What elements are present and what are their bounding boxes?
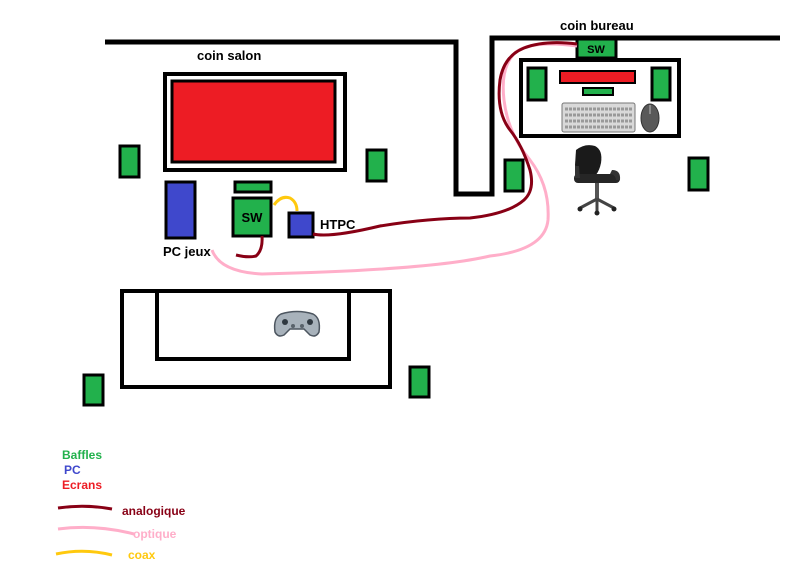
keyboard-icon — [561, 102, 636, 133]
legend: Baffles PC Ecrans analogique optique coa… — [55, 448, 186, 562]
legend-coax-swatch — [55, 549, 113, 557]
pc-jeux-tower — [164, 180, 197, 240]
legend-analogique: analogique — [122, 504, 186, 518]
coin-salon-label: coin salon — [197, 48, 261, 63]
legend-pc: PC — [64, 463, 81, 477]
speaker-bureau-rear-right — [687, 156, 710, 192]
speaker-salon-front-right — [365, 148, 388, 183]
speaker-bureau-center — [582, 87, 614, 96]
speaker-salon-center — [233, 180, 273, 194]
legend-optical-swatch — [57, 525, 135, 536]
legend-ecrans: Ecrans — [62, 478, 102, 492]
pc-jeux-label: PC jeux — [163, 244, 211, 259]
legend-optique: optique — [133, 527, 177, 541]
wall-salon — [105, 35, 780, 197]
subwoofer-bureau-label: SW — [587, 44, 605, 56]
speaker-bureau-right — [650, 66, 672, 102]
salon-screen — [170, 79, 337, 164]
speaker-salon-rear-right — [408, 365, 431, 399]
legend-analog-swatch — [57, 504, 113, 511]
coax-cable — [272, 195, 299, 212]
analog-cable-salon — [235, 235, 264, 259]
legend-coax: coax — [128, 548, 156, 562]
subwoofer-bureau — [575, 37, 618, 60]
speaker-bureau-left — [526, 66, 548, 102]
analog-cable-link — [312, 41, 578, 237]
bureau-screen — [559, 70, 636, 84]
sofa-seat — [155, 289, 351, 361]
coin-bureau-label: coin bureau — [560, 18, 634, 33]
legend-baffles: Baffles — [62, 448, 102, 462]
speaker-salon-front-left — [118, 144, 141, 179]
subwoofer-salon — [231, 196, 273, 238]
htpc-label: HTPC — [320, 217, 356, 232]
subwoofer-salon-label: SW — [242, 210, 264, 225]
speaker-bureau-rear-left — [503, 158, 525, 193]
speaker-salon-rear-left — [82, 373, 105, 407]
gamepad-icon — [273, 310, 321, 337]
office-chair-icon — [574, 145, 621, 216]
mouse-icon — [640, 103, 660, 133]
htpc-box — [287, 211, 315, 239]
